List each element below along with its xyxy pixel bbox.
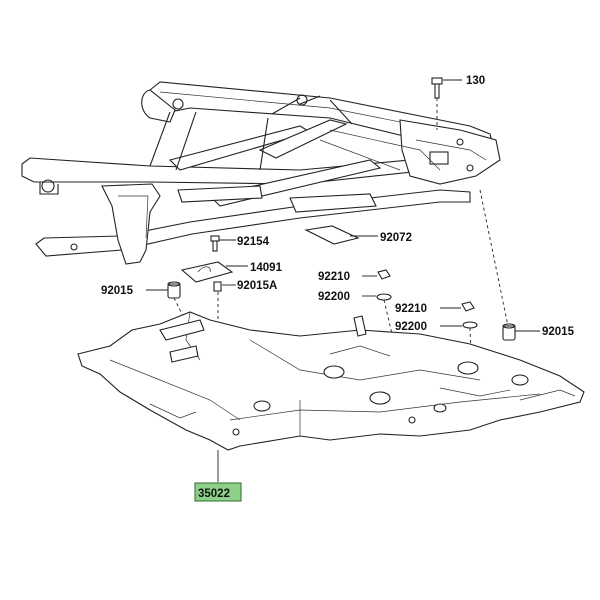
bracket-92072-drawing <box>304 225 378 245</box>
bolt-92154-drawing <box>210 235 236 252</box>
collar-92015A-drawing <box>213 281 236 420</box>
label-92015A: 92015A <box>237 280 277 292</box>
label-14091: 14091 <box>250 262 283 274</box>
bolt-130-drawing <box>431 77 462 130</box>
rear-frame-drawing <box>21 81 501 265</box>
label-92200-b: 92200 <box>395 321 427 333</box>
label-92200-a: 92200 <box>318 291 350 303</box>
label-130: 130 <box>466 75 485 87</box>
label-92210-b: 92210 <box>395 303 427 315</box>
nut-washer-lower-drawing <box>440 301 478 381</box>
label-92154: 92154 <box>237 236 270 248</box>
label-35022[interactable]: 35022 <box>198 488 230 500</box>
highlight-box <box>194 482 242 502</box>
plate-14091-drawing <box>180 261 248 283</box>
collar-92015-right-drawing <box>479 189 540 341</box>
label-92015-left: 92015 <box>101 285 134 297</box>
collar-92015-left-drawing <box>146 281 191 331</box>
label-92072: 92072 <box>380 232 412 244</box>
label-92015-right: 92015 <box>542 326 575 338</box>
label-92210-a: 92210 <box>318 271 350 283</box>
part-labels: 130 92154 92072 14091 92015 92015A 92210… <box>101 75 575 502</box>
undertray-35022-drawing <box>77 311 585 482</box>
